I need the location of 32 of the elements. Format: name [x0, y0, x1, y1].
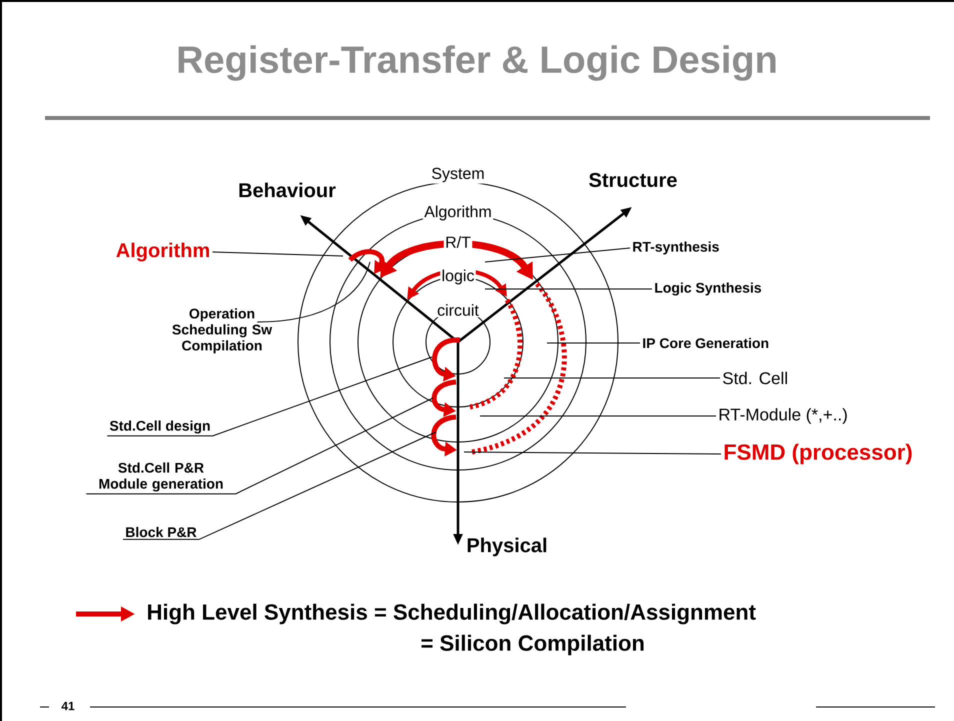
leader-line [546, 342, 640, 344]
axis-label: Physical [468, 538, 546, 556]
page-number: 41 [62, 702, 74, 710]
equation-text: = Silicon Compilation [422, 634, 644, 656]
ring-label: System [430, 166, 486, 184]
level-label: FSMD (processor) [724, 444, 912, 464]
leader-line [484, 248, 630, 262]
step-label: IP Core Generation [643, 338, 768, 348]
step-label: Operation Scheduling Sw Compilation [172, 308, 272, 354]
ring-label: circuit [436, 302, 480, 318]
step-label: Algorithm [116, 242, 209, 262]
step-label: Std.Cell design [110, 420, 210, 434]
leader-line [122, 432, 436, 540]
level-label: Std. Cell [723, 372, 787, 384]
axis-label: Behaviour [239, 182, 336, 198]
step-label: Block P&R [126, 526, 196, 538]
legend-text: High Level Synthesis = Scheduling/Allocation/Assignment [148, 604, 756, 624]
axis-label: Structure [589, 172, 677, 188]
leader-line [106, 356, 432, 436]
step-label: Std.Cell P&R Module generation [99, 462, 223, 492]
ring-label: logic [440, 268, 476, 286]
ring-label: R/T [444, 234, 472, 250]
leader-line [256, 262, 370, 322]
leader-line [212, 252, 344, 256]
step-label: RT-synthesis [633, 241, 719, 255]
title: Register-Transfer & Logic Design [178, 45, 776, 81]
ring-label: Algorithm [422, 204, 494, 222]
leader-line [484, 288, 652, 290]
level-label: RT-Module (*,+..) [720, 408, 847, 424]
leader-line [86, 398, 434, 494]
leader-line [464, 452, 722, 454]
step-label: Logic Synthesis [655, 282, 762, 296]
